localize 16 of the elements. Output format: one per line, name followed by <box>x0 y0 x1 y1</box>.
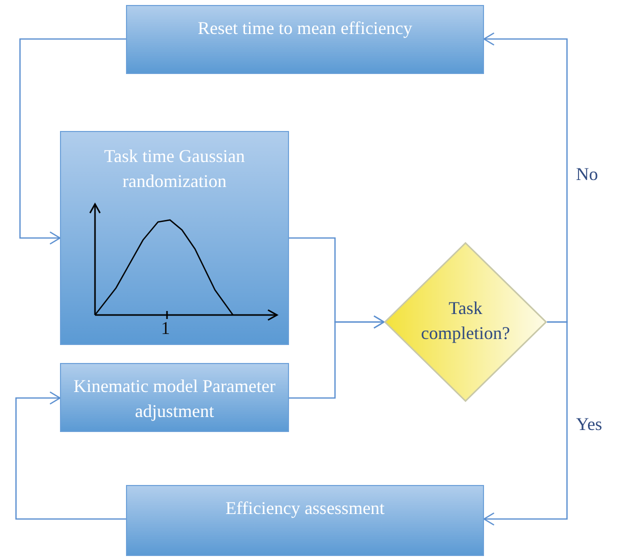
box-text: Efficiency assessment <box>224 497 386 520</box>
arrow <box>483 32 568 323</box>
axis-tick-label: 1 <box>161 318 170 339</box>
arrow <box>19 38 126 245</box>
arrow <box>289 315 385 399</box>
arrow <box>15 391 126 520</box>
box-text: Task time Gaussian randomization <box>103 145 246 193</box>
arrow <box>483 321 568 526</box>
process-box <box>126 485 484 556</box>
box-text: Kinematic model Parameter adjustment <box>72 375 276 423</box>
process-box <box>60 363 289 432</box>
decision-text: Task completion? <box>420 297 511 345</box>
process-box <box>126 5 484 74</box>
box-text: Reset time to mean efficiency <box>196 17 414 40</box>
decision-diamond <box>384 242 547 402</box>
process-box <box>60 131 289 345</box>
